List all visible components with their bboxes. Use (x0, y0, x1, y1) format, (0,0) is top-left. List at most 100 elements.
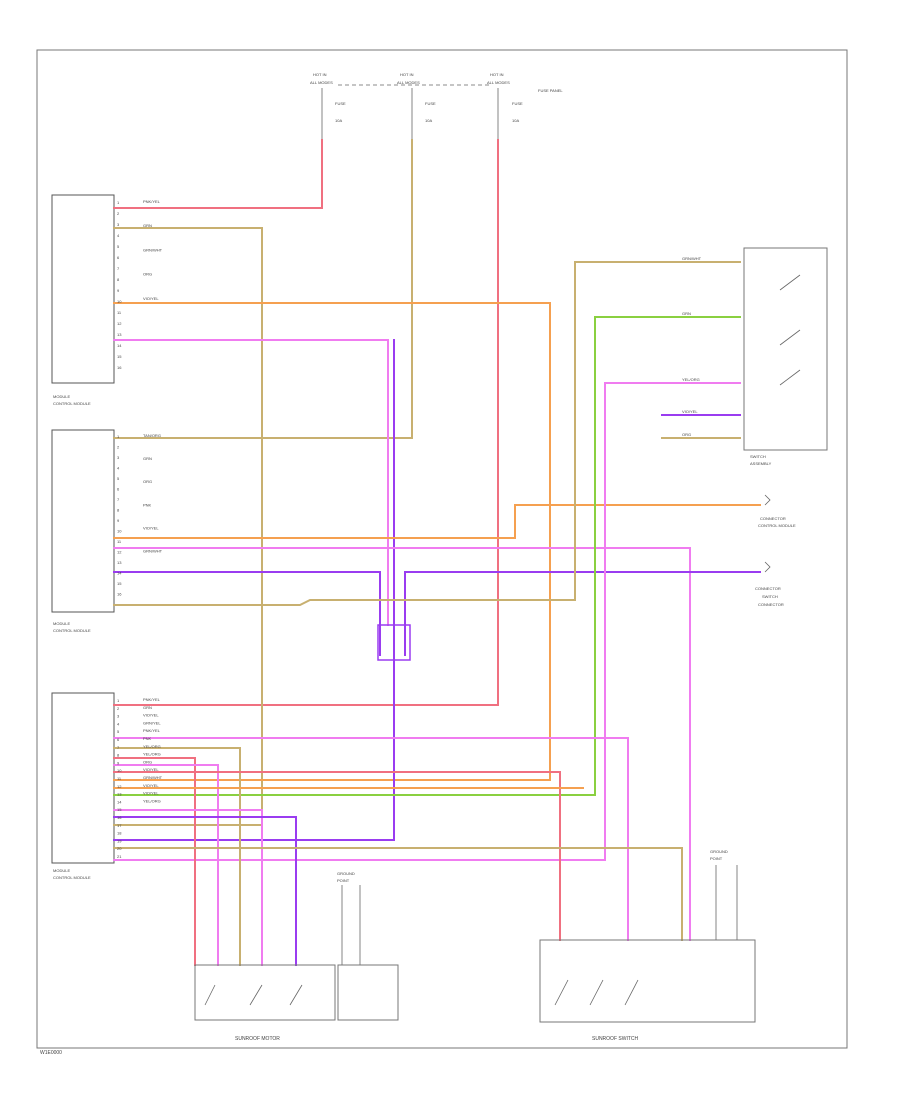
right-connector-2: CONNECTOR SWITCH CONNECTOR (755, 561, 784, 607)
svg-text:FUSE: FUSE (335, 101, 346, 106)
m3-pin-number: 2 (117, 706, 120, 711)
m1-pin-number: 4 (117, 233, 120, 238)
m1-pin-number: 11 (117, 310, 122, 315)
svg-text:HOT IN: HOT IN (400, 72, 414, 77)
m3-wire-label: PNK/YEL (143, 697, 161, 702)
m3-wire-label: YEL/ORG (143, 798, 161, 803)
wire-pink-2 (113, 757, 196, 966)
m3-pin-number: 19 (117, 838, 122, 843)
m2-pin-number: 3 (117, 455, 120, 460)
m1-pin-number: 15 (117, 354, 122, 359)
wire-tan-6 (113, 847, 683, 941)
m3-pin-number: 18 (117, 831, 122, 836)
svg-text:GROUND: GROUND (337, 871, 355, 876)
module-3: MODULE CONTROL MODULE (51, 692, 115, 880)
sunroof-motor: SUNROOF MOTOR (194, 964, 399, 1042)
m1-pin-number: 6 (117, 255, 120, 260)
m2-pin-number: 2 (117, 445, 120, 450)
m3-pin-number: 21 (117, 854, 122, 859)
m1-pin-number: 8 (117, 277, 120, 282)
m1-pin-number: 16 (117, 365, 122, 370)
wire-magenta-2 (113, 382, 741, 861)
m2-pin-number: 5 (117, 476, 120, 481)
m2-pin-number: 1 (117, 434, 120, 439)
m1-pin-number: 3 (117, 222, 120, 227)
svg-text:POINT: POINT (337, 878, 350, 883)
m3-pin-number: 17 (117, 823, 122, 828)
m3-wire-label: ORG (143, 759, 152, 764)
m3-pin-number: 13 (117, 792, 122, 797)
wire-red-1 (113, 139, 323, 209)
svg-text:CONNECTOR: CONNECTOR (755, 586, 781, 591)
m3-wire-label: GRN/YEL (143, 720, 161, 725)
svg-text:MODULE: MODULE (53, 868, 70, 873)
svg-text:MODULE: MODULE (53, 621, 70, 626)
m2-wire-label: GRN (143, 456, 152, 461)
m3-pin-number: 8 (117, 753, 120, 758)
svg-text:ALL MODES: ALL MODES (310, 80, 333, 85)
right-switch-wire-label: VIO/YEL (682, 409, 698, 414)
m3-pin-number: 11 (117, 776, 122, 781)
m1-pin-number: 13 (117, 332, 122, 337)
m2-pin-number: 13 (117, 560, 122, 565)
m3-pin-number: 14 (117, 799, 122, 804)
wire-green-1 (113, 316, 741, 796)
wire-violet-3 (404, 571, 761, 656)
m3-pin-number: 15 (117, 807, 122, 812)
m1-pin-number: 14 (117, 343, 122, 348)
ground-point-2: GROUND POINT (710, 849, 738, 940)
right-connector-1: CONNECTOR CONTROL MODULE (758, 494, 796, 528)
m2-pin-number: 10 (117, 529, 122, 534)
m2-pin-number: 15 (117, 581, 122, 586)
svg-text:FUSE: FUSE (512, 101, 523, 106)
svg-text:ALL MODES: ALL MODES (397, 80, 420, 85)
m1-wire-label: GRN/WHT (143, 247, 163, 252)
svg-text:SWITCH: SWITCH (750, 454, 766, 459)
module-1: MODULE CONTROL MODULE (51, 194, 115, 406)
diagram-frame (36, 49, 848, 1049)
fuse-1: HOT IN ALL MODES FUSE 10A (310, 72, 346, 140)
svg-text:FUSE PANEL: FUSE PANEL (538, 88, 563, 93)
svg-text:SWITCH: SWITCH (762, 594, 778, 599)
svg-text:HOT IN: HOT IN (313, 72, 327, 77)
m1-pin-number: 10 (117, 299, 122, 304)
svg-text:POINT: POINT (710, 856, 723, 861)
wire-violet-1 (113, 339, 395, 841)
right-switch-wire-label: YEL/ORG (682, 377, 700, 382)
m1-wire-label: GRN (143, 223, 152, 228)
wire-magenta-3 (113, 737, 629, 941)
m3-wire-label: GRN (143, 705, 152, 710)
m3-pin-number: 7 (117, 745, 120, 750)
svg-text:CONNECTOR: CONNECTOR (760, 516, 786, 521)
inline-connector (377, 624, 411, 661)
m3-pin-number: 6 (117, 737, 120, 742)
m1-wire-label: PNK/YEL (143, 199, 161, 204)
m3-wire-label: PNK (143, 736, 152, 741)
svg-text:CONTROL MODULE: CONTROL MODULE (758, 523, 796, 528)
svg-text:MODULE: MODULE (53, 394, 70, 399)
svg-text:CONTROL MODULE: CONTROL MODULE (53, 401, 91, 406)
svg-text:SUNROOF SWITCH: SUNROOF SWITCH (592, 1036, 638, 1042)
wire-tan-3 (113, 261, 741, 606)
m3-pin-number: 20 (117, 846, 122, 851)
m1-pin-number: 5 (117, 244, 120, 249)
wire-tan-2 (113, 227, 263, 826)
m2-pin-number: 7 (117, 497, 120, 502)
module-2: MODULE CONTROL MODULE (51, 429, 115, 633)
wire-magenta-1 (113, 339, 389, 626)
ground-point-1: GROUND POINT (337, 871, 361, 965)
m2-pin-number: 14 (117, 571, 122, 576)
m3-pin-number: 9 (117, 760, 120, 765)
wire-magenta-4 (113, 764, 219, 966)
m3-pin-number: 12 (117, 784, 122, 789)
m3-pin-number: 1 (117, 698, 120, 703)
wire-violet-2 (113, 571, 381, 656)
m2-pin-number: 4 (117, 466, 120, 471)
svg-text:FUSE: FUSE (425, 101, 436, 106)
m2-wire-label: ORG (143, 479, 152, 484)
m3-wire-label: VIO/YEL (143, 783, 159, 788)
m2-pin-number: 12 (117, 550, 122, 555)
m3-wire-label: VIO/YEL (143, 713, 159, 718)
svg-text:HOT IN: HOT IN (490, 72, 504, 77)
